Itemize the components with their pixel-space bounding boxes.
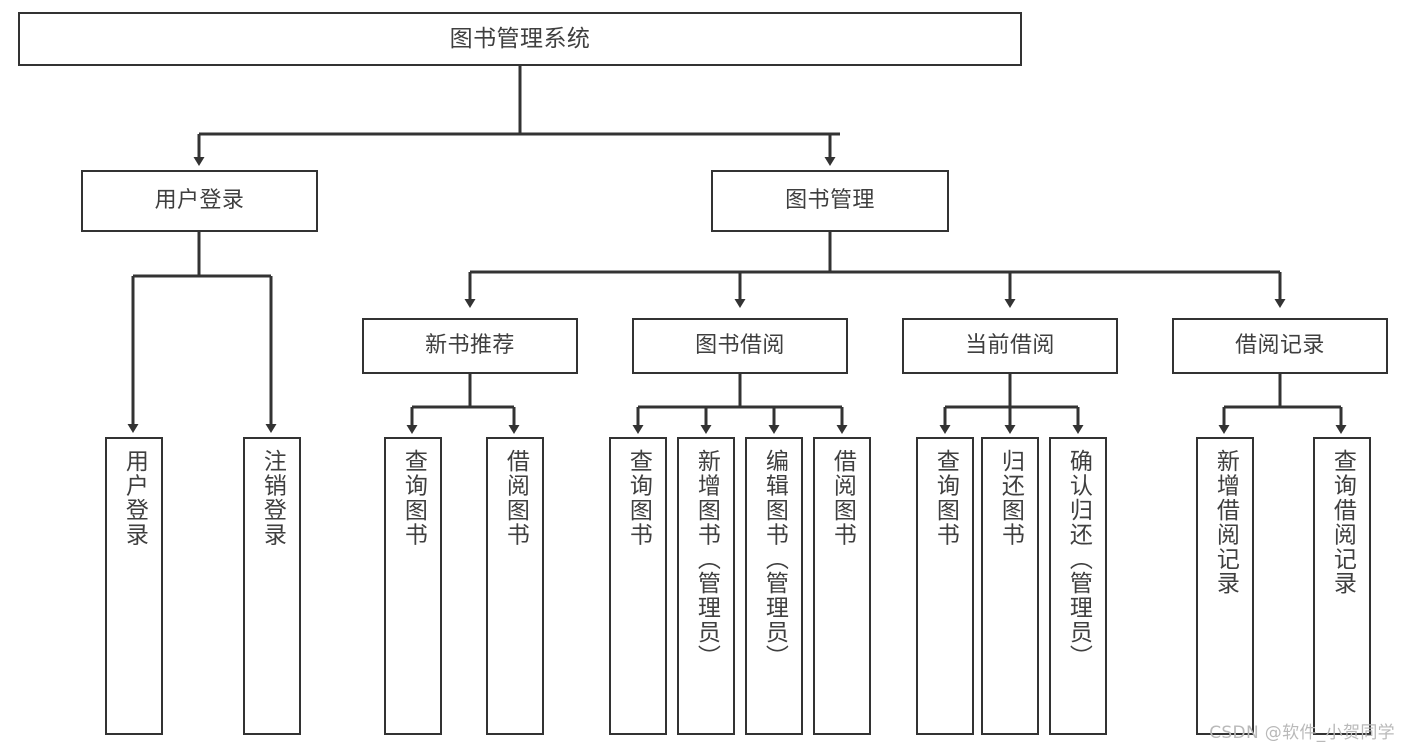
leaf-logout[interactable]: 注销登录 [243, 437, 301, 735]
node-book-borrow[interactable]: 图书借阅 [632, 318, 848, 374]
leaf-query-book-3[interactable]: 查询图书 [916, 437, 974, 735]
leaf-user-login[interactable]: 用户登录 [105, 437, 163, 735]
node-root[interactable]: 图书管理系统 [18, 12, 1022, 66]
node-borrow-record[interactable]: 借阅记录 [1172, 318, 1388, 374]
node-borrow-record-label: 借阅记录 [1235, 332, 1325, 358]
leaf-confirm-return[interactable]: 确认归还（管理员） [1049, 437, 1107, 735]
node-root-label: 图书管理系统 [449, 25, 591, 52]
leaf-return-book[interactable]: 归还图书 [981, 437, 1039, 735]
leaf-query-book-1[interactable]: 查询图书 [384, 437, 442, 735]
leaf-borrow-book-2[interactable]: 借阅图书 [813, 437, 871, 735]
leaf-borrow-book-2-label: 借阅图书 [829, 449, 856, 547]
leaf-add-record[interactable]: 新增借阅记录 [1196, 437, 1254, 735]
leaf-add-book[interactable]: 新增图书（管理员） [677, 437, 735, 735]
node-user-login-label: 用户登录 [154, 187, 245, 213]
leaf-logout-label: 注销登录 [259, 449, 286, 547]
node-book-borrow-label: 图书借阅 [695, 332, 785, 358]
leaf-add-record-label: 新增借阅记录 [1212, 449, 1239, 596]
leaf-return-book-label: 归还图书 [997, 449, 1024, 547]
leaf-user-login-label: 用户登录 [121, 449, 148, 547]
leaf-query-book-1-label: 查询图书 [400, 449, 427, 547]
leaf-edit-book-label: 编辑图书（管理员） [761, 449, 788, 669]
node-current-borrow-label: 当前借阅 [965, 332, 1055, 358]
node-book-manage-label: 图书管理 [785, 187, 875, 213]
leaf-borrow-book-1-label: 借阅图书 [502, 449, 529, 547]
node-current-borrow[interactable]: 当前借阅 [902, 318, 1118, 374]
leaf-add-book-label: 新增图书（管理员） [693, 449, 720, 669]
node-book-manage[interactable]: 图书管理 [711, 170, 949, 232]
leaf-query-record[interactable]: 查询借阅记录 [1313, 437, 1371, 735]
leaf-query-book-2-label: 查询图书 [625, 449, 652, 547]
node-new-book-recommend[interactable]: 新书推荐 [362, 318, 578, 374]
node-new-book-recommend-label: 新书推荐 [425, 332, 515, 358]
leaf-query-book-2[interactable]: 查询图书 [609, 437, 667, 735]
node-user-login[interactable]: 用户登录 [81, 170, 318, 232]
csdn-watermark: CSDN @软件_小贺同学 [1209, 723, 1395, 743]
leaf-confirm-return-label: 确认归还（管理员） [1065, 449, 1092, 669]
leaf-edit-book[interactable]: 编辑图书（管理员） [745, 437, 803, 735]
leaf-query-record-label: 查询借阅记录 [1329, 449, 1356, 596]
leaf-borrow-book-1[interactable]: 借阅图书 [486, 437, 544, 735]
leaf-query-book-3-label: 查询图书 [932, 449, 959, 547]
